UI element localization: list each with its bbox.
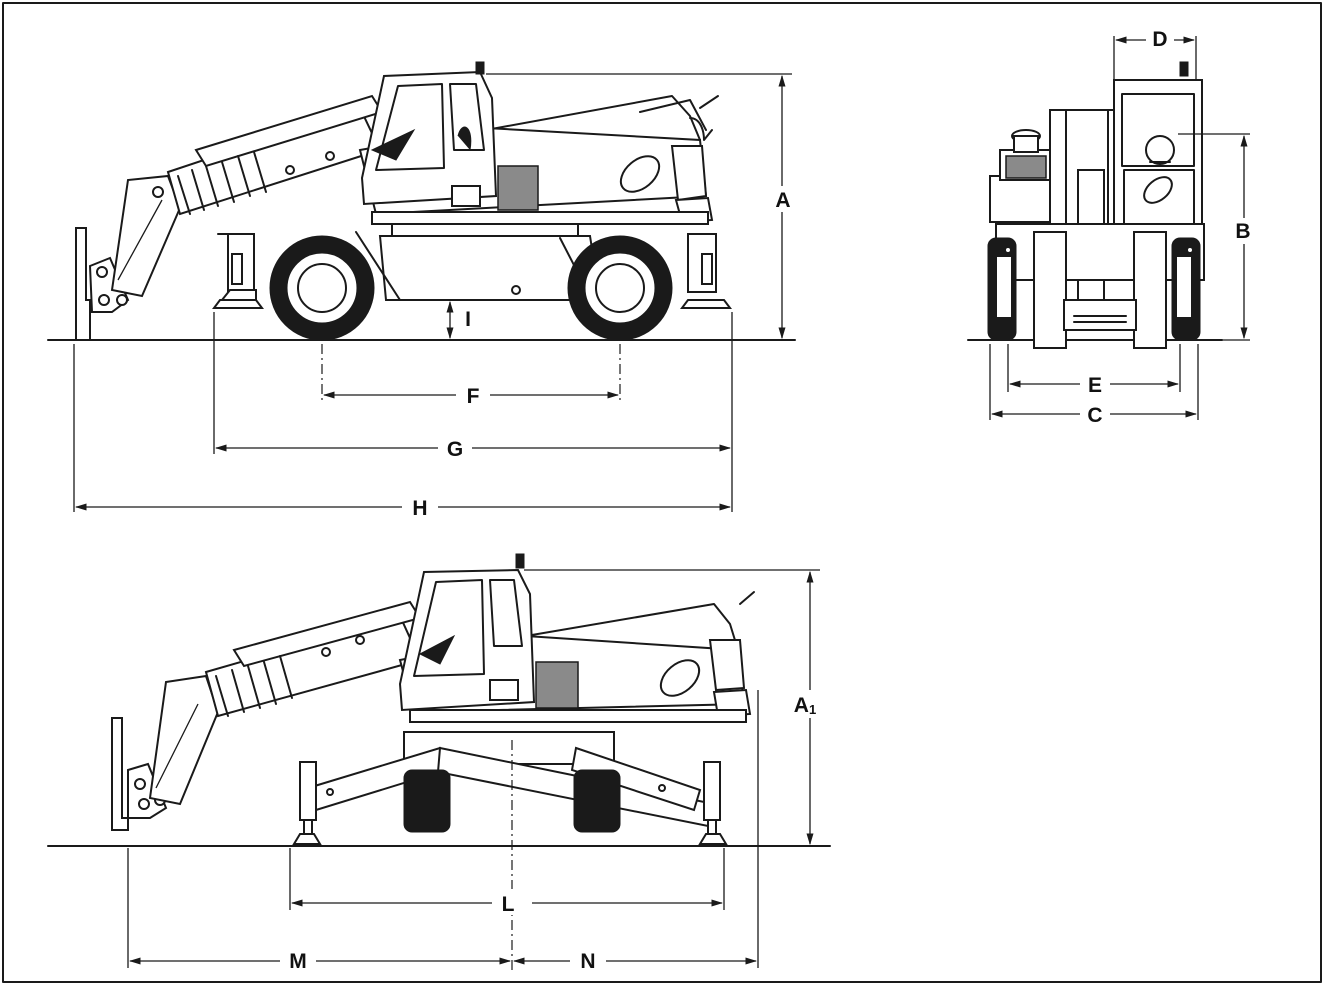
label-G: G <box>447 438 463 461</box>
front-wheel-side <box>269 235 375 341</box>
operator-cab <box>360 70 498 206</box>
label-L: L <box>502 893 515 916</box>
boom-head <box>110 174 182 298</box>
fork-carriage <box>75 227 91 341</box>
label-F: F <box>467 385 480 408</box>
engine-block <box>989 175 1053 223</box>
fork-carriage-bottom <box>111 717 129 831</box>
label-D: D <box>1152 28 1167 51</box>
stabilized-view-dimensions: A1 L M N <box>127 569 828 973</box>
rear-view-dimensions: D B E C <box>989 26 1256 427</box>
outrigger-right-side <box>680 233 732 309</box>
label-A: A <box>775 189 790 212</box>
label-B: B <box>1235 220 1250 243</box>
beacon-light-bottom <box>515 553 525 569</box>
beacon-light-side <box>475 61 485 75</box>
engine-grille <box>497 165 539 211</box>
side-view-machine <box>47 61 796 341</box>
steering-icon-side <box>370 128 416 161</box>
rear-wheel-side <box>567 235 673 341</box>
side-logo-oval <box>619 155 661 193</box>
outrigger-left-side <box>212 233 264 309</box>
beacon-light-rear <box>1179 61 1189 77</box>
label-M: M <box>289 950 307 973</box>
label-H: H <box>412 497 427 520</box>
label-I: I <box>465 308 471 331</box>
label-A1-sub: 1 <box>809 702 816 717</box>
rear-view-machine <box>967 61 1223 349</box>
lifted-wheel-rear <box>573 769 621 833</box>
label-C: C <box>1087 404 1102 427</box>
rear-logo-oval <box>1143 176 1173 204</box>
label-N: N <box>580 950 595 973</box>
label-A1-main: A <box>794 694 809 717</box>
rear-view-cab <box>1113 79 1203 231</box>
steering-wheel-icon <box>1145 135 1175 165</box>
stabilized-view-machine <box>47 553 831 847</box>
label-A1: A1 <box>794 694 816 717</box>
lifted-wheel-front <box>403 769 451 833</box>
label-E: E <box>1088 374 1102 397</box>
side-view-dimensions: A I F G H <box>73 73 796 520</box>
chassis <box>378 235 602 301</box>
